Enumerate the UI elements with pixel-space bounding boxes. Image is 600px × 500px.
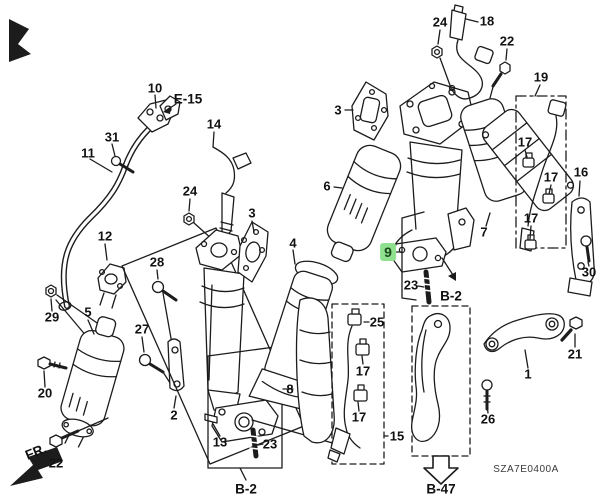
part-main-converter-9	[391, 81, 475, 305]
part-oxygen-sensor-14	[183, 131, 252, 249]
part-bracket-16	[567, 180, 595, 297]
diagram-code: SZA7E0400A	[493, 464, 559, 475]
part-converter-5	[60, 316, 125, 448]
corner-arrow-icon	[9, 19, 31, 62]
leader-5	[87, 319, 95, 335]
part-bracket-1	[481, 313, 583, 414]
ref-arrow-e15	[163, 103, 177, 114]
part-bolt-27	[138, 336, 173, 387]
part-bolt-28	[151, 269, 178, 345]
part-bolt-31	[110, 143, 135, 174]
part-sensor-group-19	[515, 84, 567, 252]
part-bolt-20	[37, 356, 68, 388]
part-converter-assembly-2	[195, 229, 337, 481]
part-sensor-group-15	[327, 303, 389, 465]
part-converter-6	[326, 144, 402, 263]
front-direction-arrow-icon	[10, 447, 63, 486]
part-bolt-22-left	[49, 417, 109, 457]
part-gasket-3-top	[344, 81, 389, 141]
part-bracket-b47-group	[411, 305, 471, 485]
part-gasket-3-left	[237, 220, 269, 283]
part-flange-12	[97, 243, 127, 309]
part-oxygen-sensor-18	[431, 4, 511, 100]
part-shield-8	[282, 297, 335, 444]
